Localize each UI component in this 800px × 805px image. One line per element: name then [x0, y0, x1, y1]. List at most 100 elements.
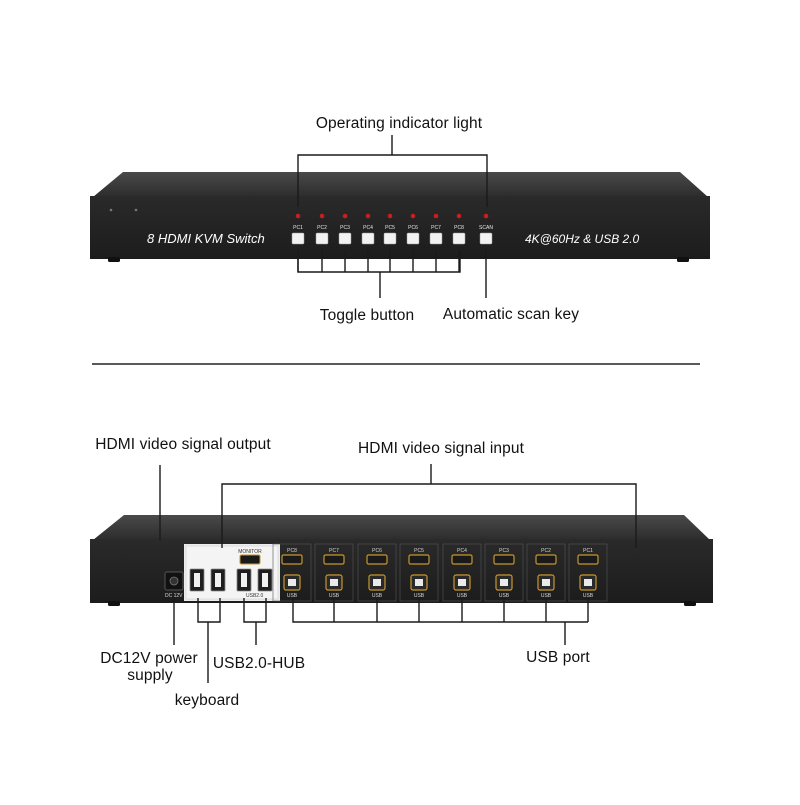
front-button-group: PC6 [406, 213, 420, 245]
front-button-group: PC1 [291, 213, 305, 245]
front-button-group: PC3 [338, 213, 352, 245]
indicator-led-icon [365, 213, 371, 219]
hdmi-input-port[interactable] [281, 554, 303, 565]
keyboard-usb-port-tongue [215, 573, 221, 587]
monitor-hdmi-port [239, 554, 261, 565]
callout-usb-port: USB port [526, 649, 590, 666]
indicator-led-icon [387, 213, 393, 219]
callout-power-line2: supply [127, 667, 173, 684]
front-dot-2 [134, 208, 138, 212]
button-label: PC7 [431, 225, 441, 231]
usb-port-bracket [292, 598, 588, 623]
toggle-button[interactable] [383, 232, 397, 245]
callout-hdmi-out: HDMI video signal output [95, 436, 271, 453]
callout-keyboard: keyboard [175, 692, 240, 709]
hub-usb-port-tongue [262, 573, 268, 587]
hdmi-input-port[interactable] [577, 554, 599, 565]
button-label: PC8 [454, 225, 464, 231]
front-button-group: PC8 [452, 213, 466, 245]
keyboard-usb-port-tongue [194, 573, 200, 587]
front-chassis-top [93, 172, 708, 197]
toggle-button[interactable] [338, 232, 352, 245]
indicator-led-icon [483, 213, 489, 219]
usb-b-tongue [584, 579, 592, 586]
callout-scan: Automatic scan key [443, 306, 579, 323]
toggle-tick-lines [297, 250, 460, 272]
pc-port-label: PC8 [287, 548, 297, 554]
toggle-button[interactable] [406, 232, 420, 245]
front-button-group: SCAN [479, 213, 493, 245]
usb-hub-ports [189, 568, 273, 592]
pc-port-label: PC6 [372, 548, 382, 554]
usb-port-text: USB [457, 593, 468, 599]
dc-jack-hole [169, 576, 179, 586]
usb-b-tongue [330, 579, 338, 586]
toggle-button[interactable] [452, 232, 466, 245]
indicator-led-icon [456, 213, 462, 219]
indicator-led-icon [342, 213, 348, 219]
dc-label: DC 12V [165, 593, 183, 599]
front-foot-right [677, 257, 689, 262]
pc-port-label: PC7 [329, 548, 339, 554]
usb-port-text: USB [541, 593, 552, 599]
callout-power-line1: DC12V power [100, 650, 198, 667]
toggle-button[interactable] [361, 232, 375, 245]
button-label: PC4 [363, 225, 373, 231]
usb-b-tongue [458, 579, 466, 586]
front-dot-1 [109, 208, 113, 212]
rear-chassis-face [90, 539, 713, 603]
front-button-group: PC4 [361, 213, 375, 245]
rear-callout-lines [159, 464, 637, 683]
front-chassis-face [90, 196, 710, 259]
button-label: PC1 [293, 225, 303, 231]
hdmi-input-port[interactable] [493, 554, 515, 565]
callout-indicator: Operating indicator light [316, 115, 483, 132]
hdmi-input-port[interactable] [366, 554, 388, 565]
toggle-button[interactable] [429, 232, 443, 245]
scan-button[interactable] [479, 232, 493, 245]
pc-port-label: PC5 [414, 548, 424, 554]
button-label: PC5 [385, 225, 395, 231]
toggle-button[interactable] [315, 232, 329, 245]
front-button-group: PC5 [383, 213, 397, 245]
hdmi-input-port[interactable] [408, 554, 430, 565]
hub-usb-port-tongue [241, 573, 247, 587]
front-button-row: PC1 PC2 PC3 PC4 PC5 PC6 PC7 PC8 SCAN [291, 213, 493, 245]
usb-b-tongue [288, 579, 296, 586]
pc-port-row: PC8USBPC7USBPC6USBPC5USBPC4USBPC3USBPC2U… [272, 543, 608, 602]
pc-port-label: PC1 [583, 548, 593, 554]
front-spec-text: 4K@60Hz & USB 2.0 [525, 232, 640, 246]
front-button-group: PC2 [315, 213, 329, 245]
button-label: PC6 [408, 225, 418, 231]
button-label: PC2 [317, 225, 327, 231]
usb-port-text: USB [329, 593, 340, 599]
front-foot-left [108, 257, 120, 262]
front-model-text: 8 HDMI KVM Switch [147, 231, 265, 246]
front-button-group: PC7 [429, 213, 443, 245]
callout-hub: USB2.0-HUB [213, 655, 305, 672]
toggle-button[interactable] [291, 232, 305, 245]
usb-port-text: USB [583, 593, 594, 599]
usb-b-tongue [373, 579, 381, 586]
hdmi-input-port[interactable] [323, 554, 345, 565]
usb-port-text: USB [287, 593, 298, 599]
indicator-led-icon [319, 213, 325, 219]
hdmi-input-port[interactable] [451, 554, 473, 565]
rear-foot-right [684, 601, 696, 606]
pc-port-label: PC3 [499, 548, 509, 554]
hdmi-input-port[interactable] [535, 554, 557, 565]
button-label: SCAN [479, 225, 493, 231]
button-label: PC3 [340, 225, 350, 231]
usb-b-tongue [415, 579, 423, 586]
indicator-led-icon [433, 213, 439, 219]
callout-hdmi-in: HDMI video signal input [358, 440, 525, 457]
